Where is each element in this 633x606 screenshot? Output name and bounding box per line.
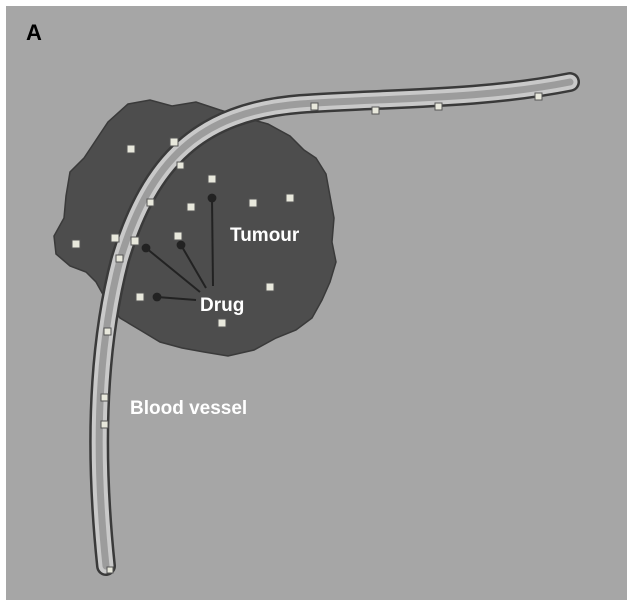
drug-particle	[174, 232, 182, 240]
drug-particle	[101, 394, 108, 401]
drug-particle	[131, 237, 139, 245]
blood-vessel-label: Blood vessel	[130, 398, 247, 419]
drug-particle	[136, 293, 144, 301]
drug-particle	[177, 162, 184, 169]
drug-particle	[208, 175, 216, 183]
drug-particle	[249, 199, 257, 207]
drug-particle	[127, 145, 135, 153]
drug-particle	[107, 567, 113, 573]
drug-particle	[147, 199, 154, 206]
drug-particle	[535, 93, 542, 100]
tumour-label: Tumour	[230, 225, 300, 246]
drug-particle	[72, 240, 80, 248]
drug-particle	[111, 234, 119, 242]
drug-particle	[104, 328, 111, 335]
drug-particle	[116, 255, 123, 262]
drug-pointer-line	[212, 198, 213, 286]
panel-letter: A	[26, 20, 42, 45]
drug-particle	[266, 283, 274, 291]
drug-particle	[187, 203, 195, 211]
drug-particle	[435, 103, 442, 110]
drug-particle	[218, 319, 226, 327]
drug-label: Drug	[200, 295, 244, 316]
drug-particle	[372, 107, 379, 114]
drug-particle	[101, 421, 108, 428]
drug-particle	[311, 103, 318, 110]
drug-particle	[170, 138, 178, 146]
drug-particle	[286, 194, 294, 202]
